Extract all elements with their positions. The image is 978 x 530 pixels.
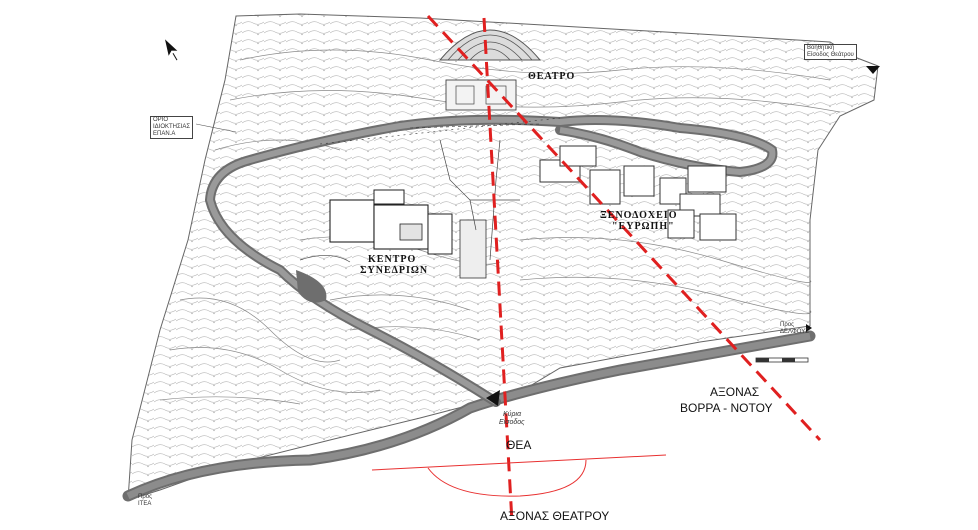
theatre-axis-label: ΑΞΟΝΑΣ ΘΕΑΤΡΟΥ <box>500 509 610 523</box>
side-entrance-label-line1: Βοηθητική <box>807 45 835 51</box>
theatre-building <box>438 29 542 111</box>
theatre-label: ΘΕΑΤΡΟ <box>528 71 576 82</box>
to-delphi-label: Προς ΔΕΛΦΟΥΣ <box>780 322 809 336</box>
north-south-axis-line <box>426 14 822 442</box>
boundary-label: ΟΡΙΟ ΙΔΙΟΚΤΗΣΙΑΣ ΕΠΑΝ.Α <box>150 116 194 139</box>
side-entrance-arrow-icon <box>866 66 880 74</box>
boundary-label-line1: ΟΡΙΟ <box>153 117 169 123</box>
conference-center-label-line2: ΣΥΝΕΔΡΙΩΝ <box>360 265 429 276</box>
to-delphi-label-line1: Προς <box>780 322 794 328</box>
entrance-arrow-icon <box>486 390 500 406</box>
boundary-label-line2: ΙΔΙΟΚΤΗΣΙΑΣ <box>153 124 191 130</box>
pond <box>296 270 327 303</box>
side-entrance-label-line2: Είσοδος Θεάτρου <box>807 52 854 58</box>
parking-rows <box>319 117 561 145</box>
north-arrow-icon <box>165 39 178 61</box>
main-entrance-label-line1: Κύρια <box>503 411 522 418</box>
side-entrance-label: Βοηθητική Είσοδος Θεάτρου <box>804 44 857 60</box>
view-label: ΘΕΑ <box>506 438 532 452</box>
conference-center <box>329 189 487 279</box>
main-entrance-label-line2: Είσοδος <box>499 419 525 426</box>
hotel-label-line1: ΞΕΝΟΔΟΧΕΙΟ <box>600 210 678 221</box>
view-indicator <box>371 454 667 497</box>
to-delphi-arrow-icon <box>806 324 812 332</box>
boundary-label-line3: ΕΠΑΝ.Α <box>153 131 176 137</box>
to-itea-label-line1: Προς <box>138 494 152 500</box>
north-south-axis-label-line1: ΑΞΟΝΑΣ <box>710 385 760 399</box>
hotel-label-line2: "ΕΥΡΩΠΗ" <box>612 221 675 232</box>
conference-center-label-line1: ΚΕΝΤΡΟ <box>368 254 417 265</box>
to-itea-label: Προς ΙΤΕΑ <box>138 494 152 508</box>
theatre-axis-line <box>482 17 514 523</box>
site-terrain <box>127 13 879 501</box>
to-itea-label-line2: ΙΤΕΑ <box>138 501 152 507</box>
scale-bar-icon <box>755 357 809 363</box>
to-delphi-label-line2: ΔΕΛΦΟΥΣ <box>780 329 809 335</box>
north-south-axis-label-line2: ΒΟΡΡΑ - ΝΟΤΟΥ <box>680 401 773 415</box>
